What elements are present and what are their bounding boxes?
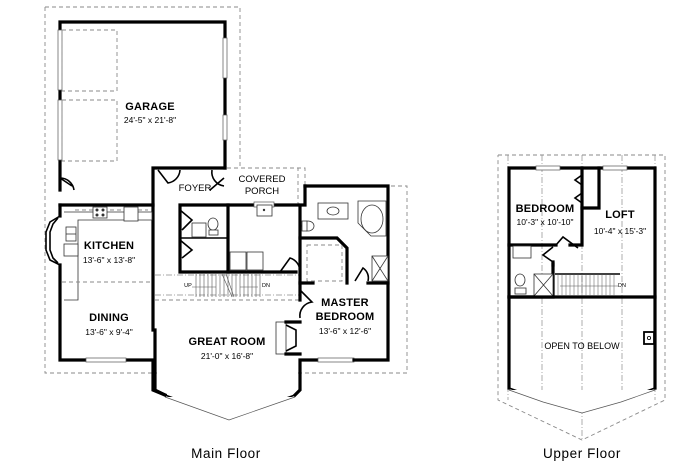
garage-dimensions: 24'-5" x 21'-8" (123, 115, 177, 125)
master-bedroom-label-line2: BEDROOM (315, 311, 375, 323)
great-room-label: GREAT ROOM (188, 336, 266, 348)
open-to-below-label: OPEN TO BELOW (544, 341, 620, 351)
kitchen-dimensions: 13'-6" x 13'-8" (82, 255, 136, 265)
dining-label: DINING (89, 312, 129, 324)
covered-porch-label-line2: PORCH (244, 186, 280, 197)
dining-dimensions: 13'-6" x 9'-4" (85, 327, 133, 337)
upper-bedroom-label: BEDROOM (515, 203, 575, 215)
upper-bedroom-dimensions: 10'-3" x 10'-10" (516, 217, 574, 227)
stairs-up-label: UP (184, 283, 192, 289)
upper-floor-plan (497, 154, 666, 441)
kitchen-label: KITCHEN (83, 240, 135, 252)
master-bedroom-label-line1: MASTER (321, 297, 369, 309)
master-bedroom-dimensions: 13'-6" x 12'-6" (318, 326, 372, 336)
main-stairs (155, 273, 300, 298)
great-room-dimensions: 21'-0" x 16'-8" (200, 351, 254, 361)
main-floor-plan (44, 6, 408, 421)
stairs-down-label: DN (262, 283, 270, 289)
covered-porch-label-line1: COVERED (238, 174, 286, 185)
upper-stairs-down-label: DN (618, 283, 626, 289)
foyer-label: FOYER (178, 183, 212, 194)
loft-dimensions: 10'-4" x 15'-3" (593, 226, 647, 236)
garage-label: GARAGE (125, 101, 175, 113)
main-floor-caption: Main Floor (191, 446, 261, 461)
upper-floor-caption: Upper Floor (543, 446, 621, 461)
loft-label: LOFT (605, 209, 635, 221)
